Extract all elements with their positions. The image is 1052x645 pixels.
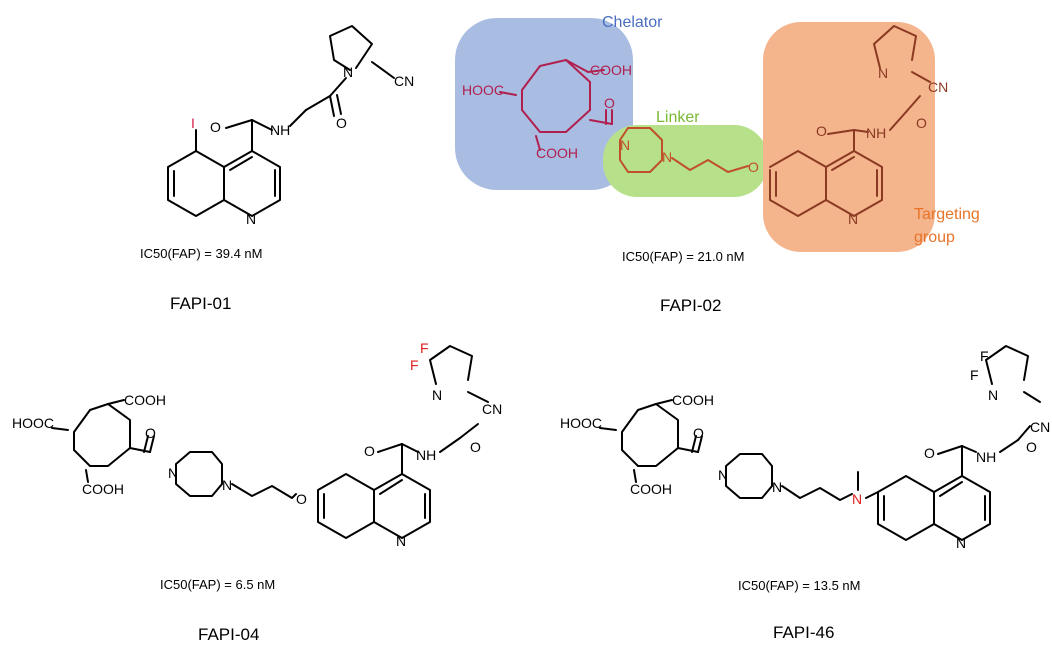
fapi-46-quinoline-n: N (956, 535, 966, 551)
fapi-46-f1: F (970, 367, 979, 383)
fapi-02-chelator-o: O (604, 95, 615, 111)
fapi-01-name: FAPI-01 (170, 294, 231, 313)
fapi-02-cooh-top: COOH (590, 62, 632, 78)
fapi-02-atoms: COOH HOOC COOH O N N O O NH O N CN N (462, 62, 948, 227)
fapi-01-cn: CN (394, 73, 414, 89)
fapi-02-linker-o: O (748, 159, 759, 175)
fapi-01-structure (167, 25, 395, 217)
chelator-region (455, 18, 633, 190)
fapi-04-nh: NH (416, 447, 436, 463)
fapi-46-nh: NH (976, 449, 996, 465)
linker-label: Linker (656, 109, 700, 126)
fapi-02-region-labels: Chelator Linker Targeting group (602, 14, 980, 246)
fapi-04-name: FAPI-04 (198, 625, 259, 644)
fapi-02-chelator-bonds (499, 59, 613, 151)
fapi-04-linker-o: O (296, 491, 307, 507)
fapi-04-f2: F (420, 340, 429, 356)
fapi-02-regions (455, 18, 935, 252)
fapi-01-ring-n: N (343, 64, 353, 80)
fapi-46-ring-n: N (988, 387, 998, 403)
fapi-04-hooc: HOOC (12, 415, 54, 431)
fapi-02-name: FAPI-02 (660, 296, 721, 315)
fapi-01-atoms: I O NH O N CN N (191, 64, 414, 227)
fapi-46-cooh-top: COOH (672, 392, 714, 408)
fapi-46-hooc: HOOC (560, 415, 602, 431)
fapi-04-cooh-bottom: COOH (82, 481, 124, 497)
fapi-01-nh: NH (270, 122, 290, 138)
fapi-02-ring-n: N (878, 65, 888, 81)
fapi-04-cn: CN (482, 401, 502, 417)
fapi-02-cn: CN (928, 79, 948, 95)
fapi-46-carbonyl-o: O (924, 445, 935, 461)
fapi-04-linker-n1: N (168, 465, 178, 481)
fapi-02-ic50: IC50(FAP) = 21.0 nM (622, 249, 744, 264)
fapi-46-cooh-bottom: COOH (630, 481, 672, 497)
fapi-01-amide-o: O (336, 115, 347, 131)
fapi-01-iodine: I (191, 115, 195, 131)
fapi-04-carbonyl-o: O (364, 443, 375, 459)
fapi-46-linker-n2: N (772, 479, 782, 495)
fapi-04-linker-n2: N (222, 477, 232, 493)
fapi-02-carbonyl-o: O (816, 123, 827, 139)
fapi-46-f2: F (980, 348, 989, 364)
fapi-02-linker-bonds (619, 127, 749, 173)
fapi-46-methylamine-n: N (852, 491, 862, 507)
fapi-01-ic50: IC50(FAP) = 39.4 nM (140, 246, 262, 261)
fapi-04-ic50: IC50(FAP) = 6.5 nM (160, 577, 275, 592)
fapi-04-atoms: COOH HOOC COOH O N N O O NH O N CN F F N (12, 340, 502, 549)
fapi-02-cooh-bottom: COOH (536, 145, 578, 161)
targeting-label-line2: group (914, 229, 955, 246)
fapi-04-chelator-o: O (145, 425, 156, 441)
fapi-46-name: FAPI-46 (773, 623, 834, 642)
fapi-46-cn: CN (1030, 419, 1050, 435)
fapi-46-atoms: COOH HOOC COOH O N N N O NH O N CN F F N (560, 348, 1050, 551)
linker-region (603, 125, 768, 197)
fapi-01-quinoline-n: N (246, 211, 256, 227)
fapi-46-ic50: IC50(FAP) = 13.5 nM (738, 578, 860, 593)
fapi-46-linker-n1: N (718, 467, 728, 483)
targeting-region (763, 22, 935, 252)
fapi-01-carbonyl-o: O (210, 119, 221, 135)
fapi-04-ring-n: N (432, 387, 442, 403)
fapi-04-amide-o: O (470, 439, 481, 455)
fapi-02-linker-n1: N (620, 137, 630, 153)
fapi-46-chelator-o: O (693, 425, 704, 441)
fapi-04-quinoline-n: N (396, 533, 406, 549)
chelator-label: Chelator (602, 14, 663, 31)
targeting-label-line1: Targeting (914, 206, 980, 223)
fapi-02-hooc: HOOC (462, 82, 504, 98)
fapi-02-quinoline-n: N (848, 211, 858, 227)
fapi-02-nh: NH (866, 125, 886, 141)
fapi-02-linker-n2: N (662, 149, 672, 165)
fapi-02-amide-o: O (916, 115, 927, 131)
fapi-04-f1: F (410, 357, 419, 373)
fapi-46-amide-o: O (1026, 439, 1037, 455)
fapi-02-targeting-bonds (769, 25, 931, 217)
fapi-04-cooh-top: COOH (124, 392, 166, 408)
fapi-04-structure (51, 345, 489, 539)
fapi-46-structure (599, 345, 1041, 541)
